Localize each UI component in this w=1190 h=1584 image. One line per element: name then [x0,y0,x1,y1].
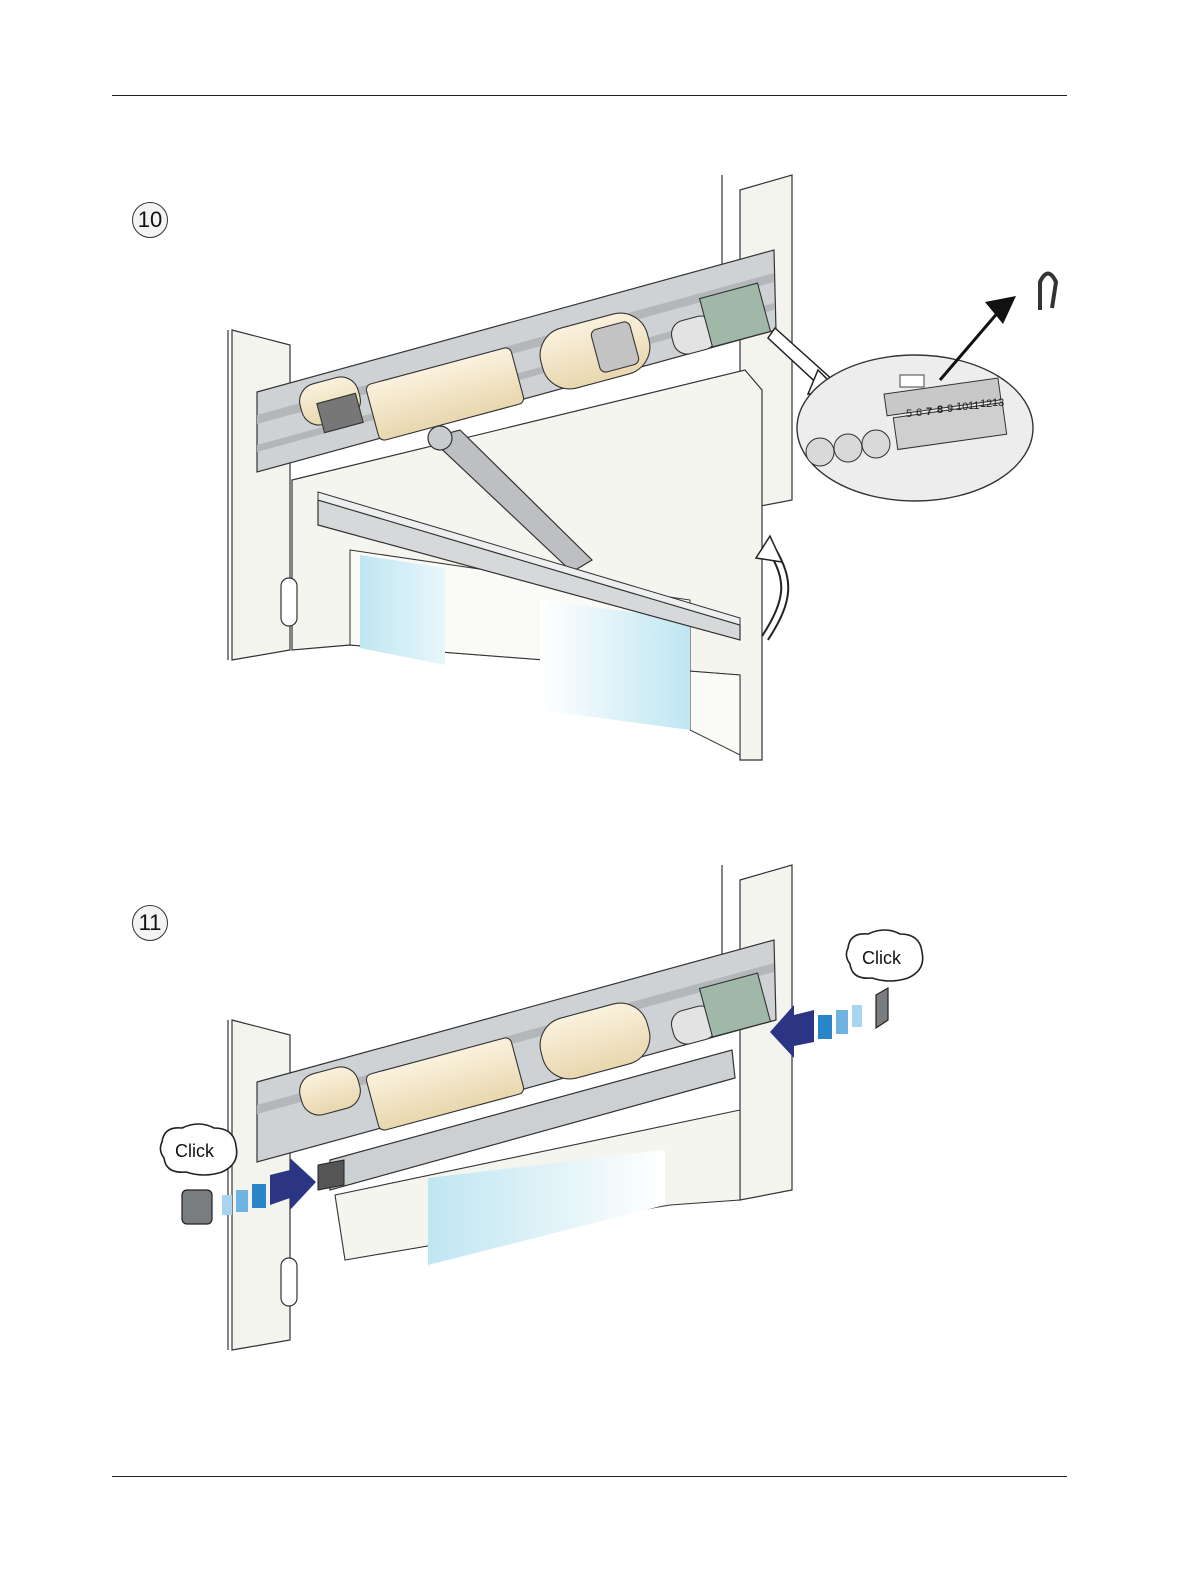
footer-rule [112,1476,1067,1477]
click-label: Click [862,948,902,968]
hinge-pin [281,578,297,626]
terminal-8: 8 [937,404,943,416]
door-leaf [335,1110,740,1265]
header-rule [112,95,1067,96]
terminal-10: 10 [956,401,968,413]
terminal-11: 11 [968,400,979,412]
terminal-6: 6 [916,407,922,419]
cover-endcap-drawing: Click Click [0,860,1190,1360]
terminal-9: 9 [947,403,953,415]
step-11-illustration: Click Click [0,860,1190,1360]
terminal-12: 12 [980,398,992,410]
terminal-5: 5 [906,408,912,420]
operator-install-drawing: 5 6 7 8 9 10 11 12 13 [0,170,1190,780]
terminal-zoom-view [797,355,1033,501]
jumper-icon [1040,274,1056,311]
terminal-7: 7 [926,406,932,418]
click-bubble-left: Click [160,1124,236,1175]
terminal-13: 13 [992,397,1004,409]
left-end-cap [182,1190,212,1224]
click-label: Click [175,1141,215,1161]
step-10-illustration: 5 6 7 8 9 10 11 12 13 [0,170,1190,780]
right-end-cap [876,988,888,1028]
hinge-pin [281,1258,297,1306]
click-bubble-right: Click [846,930,922,981]
